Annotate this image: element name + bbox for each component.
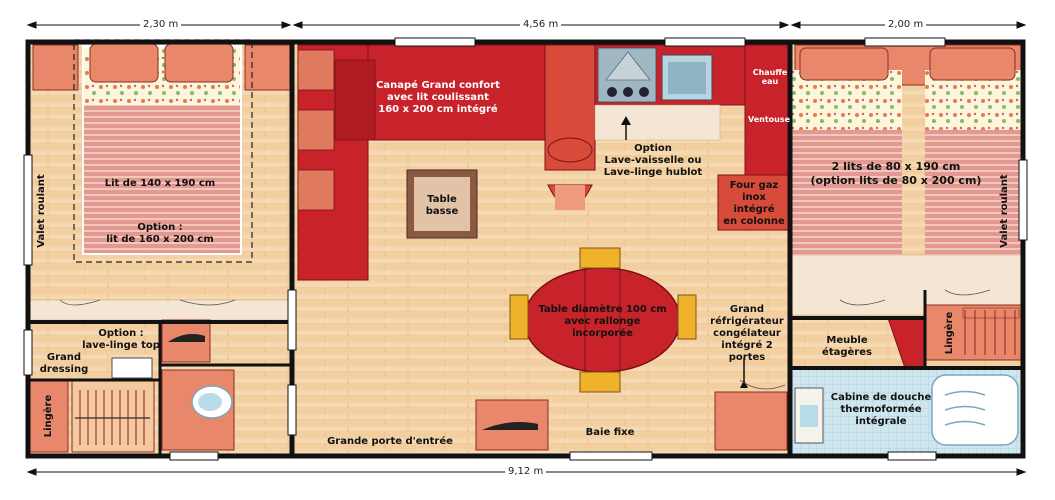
dim-left: 2,30 m — [140, 19, 182, 31]
label-chauffe-eau: Chauffe eau — [752, 68, 788, 86]
doors — [59, 289, 991, 390]
label-canape: Canapé Grand confort avec lit coulissant… — [376, 80, 500, 115]
label-lit-140: Lit de 140 x 190 cm — [104, 178, 216, 189]
living-room — [297, 44, 791, 451]
label-ventouse: Ventouse — [747, 115, 791, 124]
windows — [23, 37, 1028, 461]
label-table-diam: Table diamètre 100 cm avec rallonge inco… — [538, 304, 667, 339]
label-option-lave: Option Lave-vaisselle ou Lave-linge hubl… — [603, 143, 703, 178]
label-table-basse: Table basse — [425, 194, 459, 217]
label-lingere-left: Lingère — [43, 394, 54, 438]
label-baie-fixe: Baie fixe — [585, 427, 635, 438]
left-lower-rooms — [29, 319, 235, 453]
label-lits-80: 2 lits de 80 x 190 cm (option lits de 80… — [810, 160, 982, 187]
label-porte-entree: Grande porte d'entrée — [327, 436, 453, 447]
label-four: Four gaz inox intégré en colonne — [723, 180, 785, 227]
label-cabine: Cabine de douche thermoformée intégrale — [830, 392, 932, 427]
label-valet-right: Valet roulant — [999, 174, 1010, 248]
label-option-lit160: Option : lit de 160 x 200 cm — [106, 222, 214, 245]
label-refrigerateur: Grand réfrigérateur congélateur intégré … — [710, 304, 784, 363]
label-grand-dressing: Grand dressing — [39, 352, 89, 375]
label-meuble: Meuble étagères — [822, 335, 872, 358]
left-bedroom — [27, 39, 291, 321]
dim-right: 2,00 m — [885, 19, 927, 31]
label-valet-left: Valet roulant — [36, 174, 47, 248]
dim-total: 9,12 m — [505, 466, 547, 478]
dim-middle: 4,56 m — [520, 19, 562, 31]
right-bedroom — [791, 44, 1024, 446]
label-lingere-right: Lingère — [944, 311, 955, 355]
label-option-lave-top: Option : lave-linge top — [82, 328, 160, 351]
